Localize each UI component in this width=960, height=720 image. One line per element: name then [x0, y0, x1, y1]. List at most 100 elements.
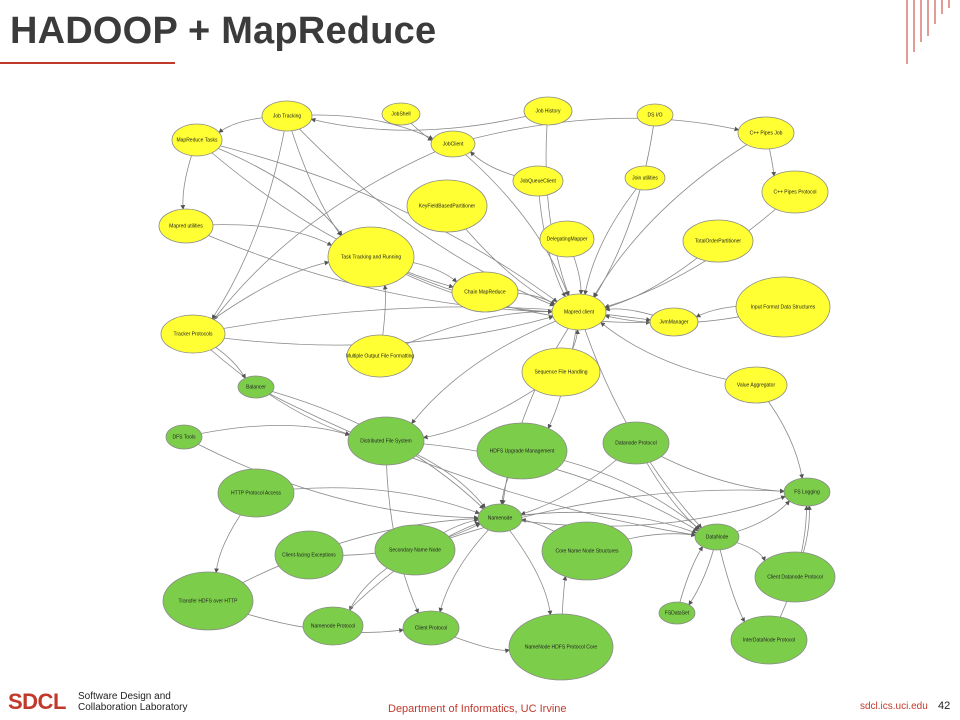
- node-label-multiple-output-file-formatting: Multiple Output File Formatting: [346, 354, 415, 360]
- node-label-value-aggregator: Value Aggregator: [737, 383, 776, 389]
- node-label-job-tracking: Job Tracking: [273, 114, 302, 120]
- node-cpp-pipes-protocol: C++ Pipes Protocol: [761, 170, 829, 214]
- node-input-format-data-structures: Input Format Data Structures: [735, 276, 831, 338]
- node-shape-interdatanode-protocol: [730, 615, 808, 665]
- node-label-input-format-data-structures: Input Format Data Structures: [751, 305, 816, 311]
- node-secondary-name-node: Secondary Name Node: [374, 524, 456, 576]
- node-shape-client-facing-exceptions: [274, 530, 344, 580]
- edge-dfs-tools-to-distributed-file-system: [183, 424, 350, 438]
- node-shape-job-tracking: [261, 100, 313, 132]
- node-delegatingmapper: DelegatingMapper: [539, 220, 595, 258]
- node-label-sequence-file-handling: Sequence File Handling: [534, 370, 587, 376]
- node-core-name-node-structures: Core Name Node Structures: [541, 521, 633, 581]
- node-label-keyfieldbasedpartitioner: KeyFieldBasedPartitioner: [419, 204, 476, 210]
- node-jobqueueclient: JobQueueClient: [512, 165, 564, 197]
- node-hdfs-upgrade-management: HDFS Upgrade Management: [476, 422, 568, 480]
- node-totalorderpartitioner: TotalOrderPartitioner: [682, 219, 754, 263]
- node-shape-join-utilities: [624, 165, 666, 191]
- node-label-secondary-name-node: Secondary Name Node: [389, 548, 441, 554]
- node-namenode-hdfs-protocol-core: NameNode HDFS Protocol Core: [508, 613, 614, 681]
- node-shape-chain-mapreduce: [451, 271, 519, 313]
- node-label-cpp-pipes-job: C++ Pipes Job: [750, 131, 783, 137]
- node-label-client-facing-exceptions: Client-facing Exceptions: [282, 553, 336, 559]
- node-label-datanode: DataNode: [706, 535, 729, 541]
- edge-balancer-to-datanode: [255, 386, 697, 537]
- node-label-join-utilities: Join utilities: [632, 176, 658, 182]
- node-label-client-protocol: Client Protocol: [415, 626, 448, 632]
- node-balancer: Balancer: [237, 375, 275, 399]
- node-label-distributed-file-system: Distributed File System: [360, 439, 411, 445]
- lab-name-line1: Software Design and: [78, 691, 171, 702]
- node-fsdataset: FSDataSet: [658, 601, 696, 625]
- node-shape-dfs-tools: [165, 424, 203, 450]
- node-label-namenode: Namenode: [488, 516, 513, 522]
- node-task-tracking-running: Task Tracking and Running: [327, 226, 415, 288]
- node-shape-jvmmanager: [649, 307, 699, 337]
- edge-task-tracking-running-to-jvmmanager: [370, 256, 651, 325]
- edge-cpp-pipes-job-to-mapred-client: [593, 132, 767, 298]
- node-namenode: Namenode: [477, 503, 523, 533]
- node-shape-secondary-name-node: [374, 524, 456, 576]
- edge-mapred-client-to-distributed-file-system: [411, 311, 580, 425]
- node-label-jobqueueclient: JobQueueClient: [520, 179, 556, 185]
- node-label-dfs-tools: DFS Tools: [173, 435, 196, 441]
- node-shape-keyfieldbasedpartitioner: [406, 179, 488, 233]
- node-mapred-utilities: Mapred utilities: [158, 208, 214, 244]
- node-label-cpp-pipes-protocol: C++ Pipes Protocol: [773, 190, 816, 196]
- node-interdatanode-protocol: InterDataNode Protocol: [730, 615, 808, 665]
- node-distributed-file-system: Distributed File System: [347, 416, 425, 466]
- node-label-jobshell: JobShell: [391, 112, 410, 118]
- node-label-namenode-hdfs-protocol-core: NameNode HDFS Protocol Core: [525, 645, 597, 651]
- edge-join-utilities-to-mapred-client: [583, 177, 646, 296]
- node-shape-job-history: [523, 96, 573, 126]
- node-jobshell: JobShell: [381, 102, 421, 126]
- corner-decoration: [906, 0, 950, 64]
- node-shape-delegatingmapper: [539, 220, 595, 258]
- edge-tracker-protocols-to-distributed-file-system: [192, 333, 351, 436]
- edge-job-tracking-to-tracker-protocols: [211, 115, 288, 320]
- node-shape-totalorderpartitioner: [682, 219, 754, 263]
- node-shape-jobshell: [381, 102, 421, 126]
- node-shape-cpp-pipes-protocol: [761, 170, 829, 214]
- edge-jobclient-to-cpp-pipes-job: [452, 117, 740, 145]
- node-shape-balancer: [237, 375, 275, 399]
- edge-jobclient-to-tracker-protocols: [213, 143, 454, 321]
- node-cpp-pipes-job: C++ Pipes Job: [737, 116, 795, 150]
- node-shape-mapred-utilities: [158, 208, 214, 244]
- node-label-namenode-protocol: Namenode Protocol: [311, 624, 355, 630]
- edge-mapreduce-tasks-to-mapred-client: [196, 139, 558, 303]
- edge-layer: [180, 110, 812, 654]
- edge-job-history-to-mapred-client: [545, 110, 570, 297]
- node-label-mapred-client: Mapred client: [564, 310, 595, 316]
- node-label-interdatanode-protocol: InterDataNode Protocol: [743, 638, 795, 644]
- node-label-chain-mapreduce: Chain MapReduce: [464, 290, 506, 296]
- node-tracker-protocols: Tracker Protocols: [160, 314, 226, 354]
- lab-name-line2: Collaboration Laboratory: [78, 702, 188, 713]
- node-chain-mapreduce: Chain MapReduce: [451, 271, 519, 313]
- edge-mapred-utilities-to-mapred-client: [185, 225, 553, 314]
- node-label-mapreduce-tasks: MapReduce Tasks: [176, 138, 218, 144]
- edge-ds-io-to-mapred-client: [593, 114, 656, 298]
- node-label-balancer: Balancer: [246, 385, 266, 391]
- node-keyfieldbasedpartitioner: KeyFieldBasedPartitioner: [406, 179, 488, 233]
- node-shape-tracker-protocols: [160, 314, 226, 354]
- node-client-datanode-protocol: Client Datanode Protocol: [754, 551, 836, 603]
- node-label-tracker-protocols: Tracker Protocols: [174, 332, 213, 338]
- node-shape-multiple-output-file-formatting: [346, 334, 414, 378]
- node-label-datanode-protocol: Datanode Protocol: [615, 441, 656, 447]
- node-shape-input-format-data-structures: [735, 276, 831, 338]
- node-shape-ds-io: [636, 103, 674, 127]
- node-shape-namenode: [477, 503, 523, 533]
- page-number: 42: [938, 700, 951, 712]
- node-label-mapred-utilities: Mapred utilities: [169, 224, 203, 230]
- node-value-aggregator: Value Aggregator: [724, 366, 788, 404]
- node-label-jvmmanager: JvmManager: [660, 320, 689, 326]
- node-shape-client-datanode-protocol: [754, 551, 836, 603]
- node-shape-value-aggregator: [724, 366, 788, 404]
- node-shape-datanode: [694, 523, 740, 551]
- node-shape-namenode-hdfs-protocol-core: [508, 613, 614, 681]
- slide-title: HADOOP + MapReduce: [10, 10, 437, 52]
- node-fs-logging: FS Logging: [783, 477, 831, 507]
